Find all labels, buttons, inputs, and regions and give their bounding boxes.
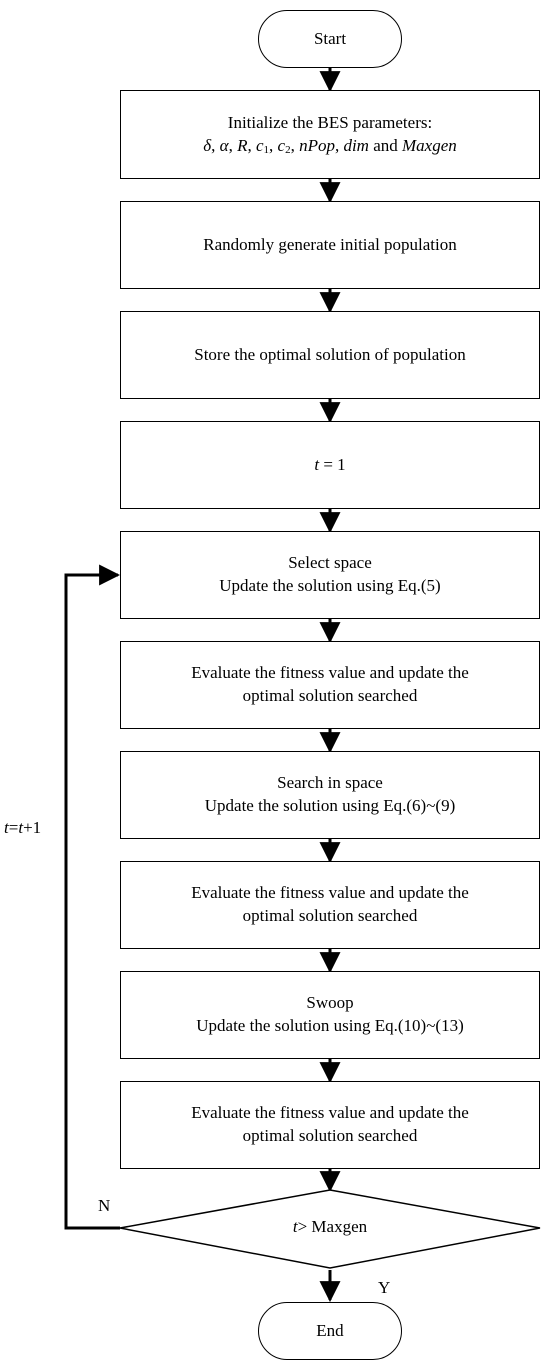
loop-increment-label: t=t+1 xyxy=(4,818,42,837)
loop-back-arrow xyxy=(64,564,121,1230)
evaluate3-line1: Evaluate the fitness value and update th… xyxy=(191,1103,469,1123)
evaluate3-line2: optimal solution searched xyxy=(242,1126,418,1145)
branch-yes-label: Y xyxy=(378,1278,391,1297)
end-terminal: End xyxy=(258,1302,402,1360)
decision-label: t > Maxgen xyxy=(292,1217,368,1236)
evaluate2-line1: Evaluate the fitness value and update th… xyxy=(191,883,469,903)
evaluate-box-3: Evaluate the fitness value and update th… xyxy=(120,1081,540,1169)
init-params-line: δ, α, R, c1, c2, nPop, dim and Maxgen xyxy=(203,135,457,156)
search-space-box: Search in space Update the solution usin… xyxy=(120,751,540,839)
swoop-line2: Update the solution using Eq.(10)~(13) xyxy=(196,1016,464,1035)
start-label: Start xyxy=(313,28,347,48)
t-init-label: t = 1 xyxy=(314,454,346,474)
branch-no-label: N xyxy=(98,1196,111,1215)
select-space-box: Select space Update the solution using E… xyxy=(120,531,540,619)
init-process-box: Initialize the BES parameters: δ, α, R, … xyxy=(120,90,540,179)
evaluate-box-1: Evaluate the fitness value and update th… xyxy=(120,641,540,729)
search-line2: Update the solution using Eq.(6)~(9) xyxy=(204,796,456,815)
t-init-box: t = 1 xyxy=(120,421,540,509)
select-line1: Select space xyxy=(288,553,372,573)
swoop-line1: Swoop xyxy=(306,993,354,1013)
select-line2: Update the solution using Eq.(5) xyxy=(219,576,441,595)
generate-label: Randomly generate initial population xyxy=(203,234,457,254)
store-label: Store the optimal solution of population xyxy=(194,344,466,364)
search-line1: Search in space xyxy=(277,773,383,793)
decision-diamond xyxy=(119,1189,541,1269)
start-terminal: Start xyxy=(258,10,402,68)
init-line1: Initialize the BES parameters: xyxy=(227,112,433,132)
evaluate2-line2: optimal solution searched xyxy=(242,906,418,925)
store-solution-box: Store the optimal solution of population xyxy=(120,311,540,399)
swoop-box: Swoop Update the solution using Eq.(10)~… xyxy=(120,971,540,1059)
end-label: End xyxy=(316,1320,344,1340)
evaluate1-line1: Evaluate the fitness value and update th… xyxy=(191,663,469,683)
evaluate-box-2: Evaluate the fitness value and update th… xyxy=(120,861,540,949)
evaluate1-line2: optimal solution searched xyxy=(242,686,418,705)
generate-population-box: Randomly generate initial population xyxy=(120,201,540,289)
